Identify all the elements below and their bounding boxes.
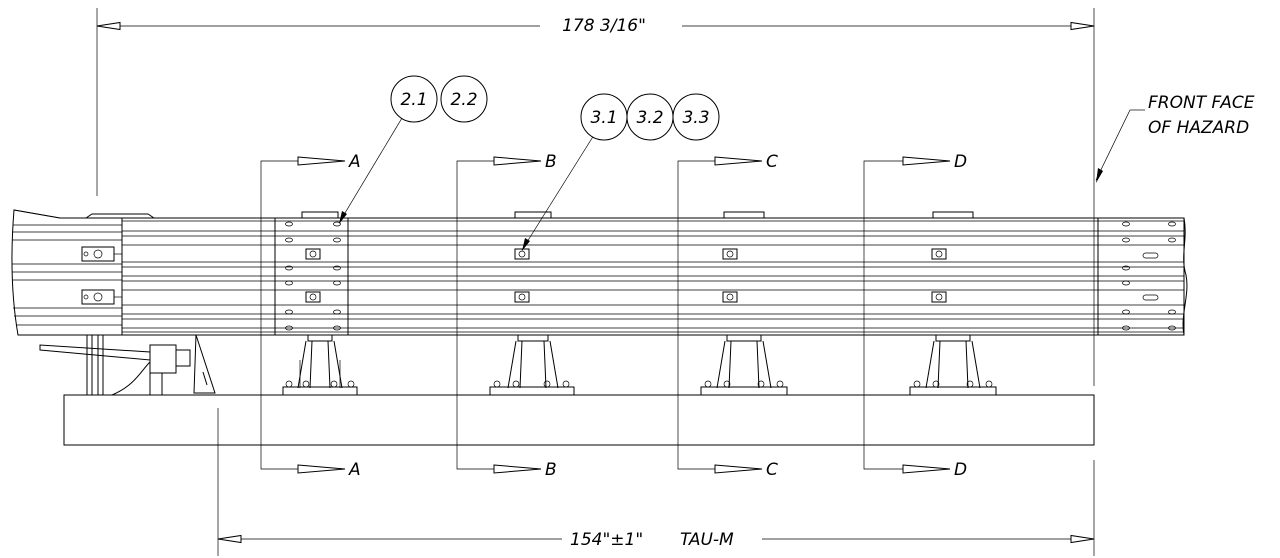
balloon-callout-group-b: 3.1 3.2 3.3 [521,93,720,251]
end-anchor-assembly [39,334,216,396]
post-a [282,211,358,396]
balloon-3-1: 3.1 [590,108,617,128]
system-name-label: TAU-M [680,530,734,550]
front-face-line2: OF HAZARD [1148,118,1249,138]
balloon-3-3: 3.3 [682,108,709,128]
section-label-a-bottom: A [348,460,361,480]
section-label-d-top: D [954,152,967,172]
section-marker-b: B B [456,152,557,480]
rail-assembly [11,209,1188,336]
section-label-c-top: C [766,152,778,172]
overall-dimension: 178 3/16" [96,8,1095,386]
rail-corrugation-lines [122,220,1184,333]
system-length-label: 154"±1" [570,530,643,550]
section-label-b-bottom: B [545,460,557,480]
balloon-3-2: 3.2 [636,108,663,128]
post-b [489,211,575,396]
splice-holes-left [285,221,341,331]
section-label-c-bottom: C [766,460,778,480]
balloon-callout-group-a: 2.1 2.2 [338,75,488,224]
section-marker-c: C C [677,152,778,480]
overall-length-label: 178 3/16" [562,16,646,36]
rail-bolts [305,248,947,303]
section-marker-a: A A [260,152,361,480]
posts [39,211,997,396]
section-marker-d: D D [863,152,967,480]
balloon-2-2: 2.2 [450,90,477,110]
end-corrugation-lines [12,224,122,326]
balloon-2-1: 2.1 [400,90,427,110]
section-label-a-top: A [348,152,361,172]
section-label-b-top: B [545,152,557,172]
post-d [909,211,997,396]
section-label-d-bottom: D [954,460,967,480]
splice-holes-right [1122,221,1176,331]
system-length-dimension: 154"±1" TAU-M [217,408,1095,556]
post-c [700,211,788,396]
end-cable-anchors [81,246,122,305]
section-markers: A A B B C C D D [260,152,967,480]
front-face-line1: FRONT FACE [1148,93,1255,113]
concrete-pad [63,394,1095,446]
front-face-callout: FRONT FACE OF HAZARD [1095,93,1255,183]
